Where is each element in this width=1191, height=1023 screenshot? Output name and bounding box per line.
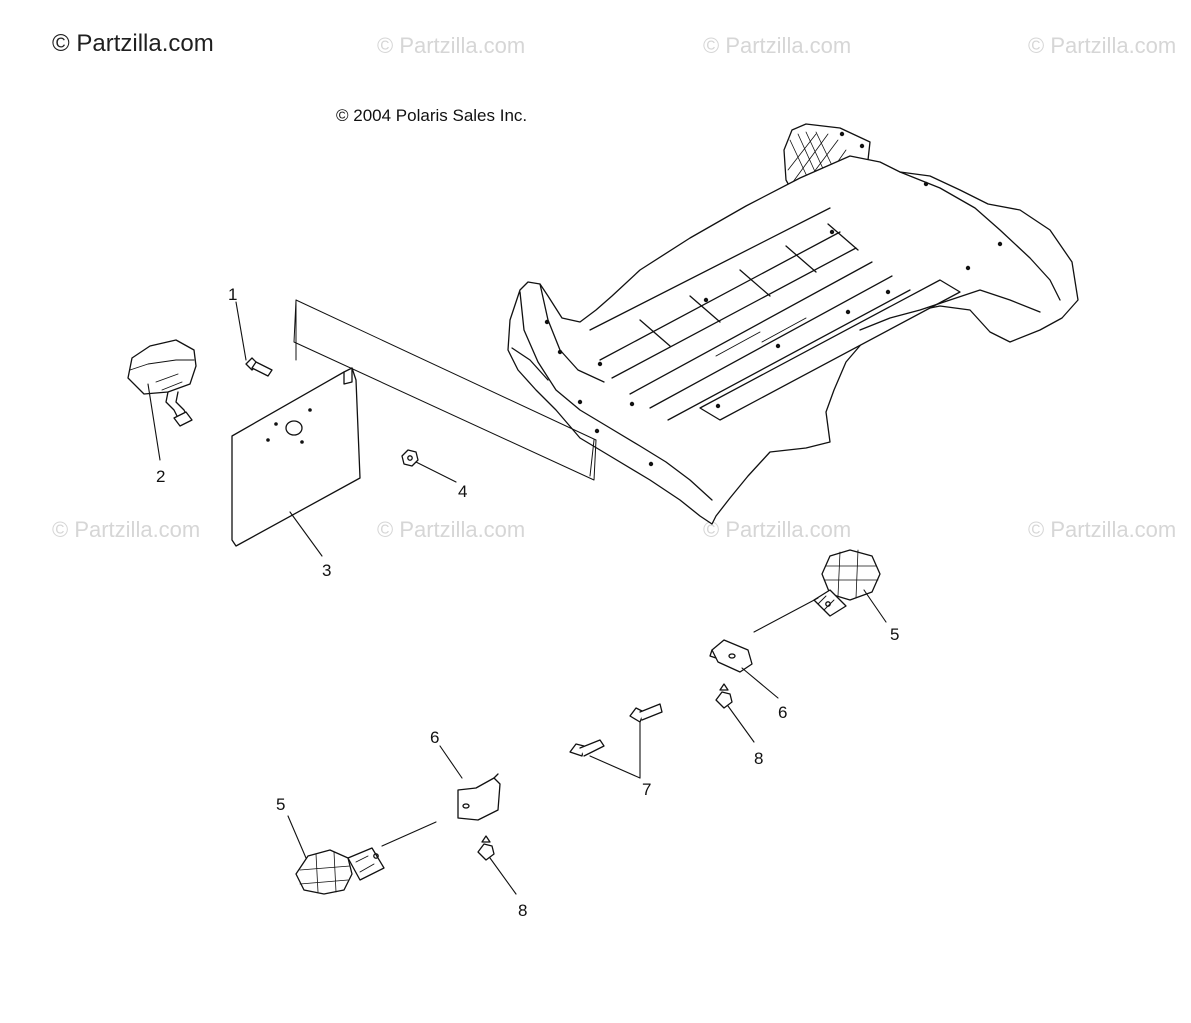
rivet-upper	[715, 683, 733, 709]
rear-rack-assembly	[507, 123, 1079, 525]
callout-8-lower: 8	[518, 901, 527, 920]
turn-signal-lower	[295, 847, 385, 895]
bolts	[569, 703, 663, 757]
callout-6-lower: 6	[430, 728, 439, 747]
plate-bracket	[231, 299, 597, 547]
watermark-text: © Partzilla.com	[703, 517, 852, 542]
rivet-lower	[477, 835, 495, 861]
callout-6-upper: 6	[778, 703, 787, 722]
screw	[245, 357, 273, 377]
leader-lines	[147, 301, 887, 895]
diagram-copyright: © 2004 Polaris Sales Inc.	[336, 106, 528, 125]
callout-2: 2	[156, 467, 165, 486]
turn-signal-upper	[813, 549, 881, 617]
callout-5-upper: 5	[890, 625, 899, 644]
partzilla-brand: © Partzilla.com	[52, 30, 214, 57]
watermark-text: © Partzilla.com	[377, 517, 526, 542]
callouts: 1 2 3 4 5 5 6 6 7 8 8	[156, 285, 899, 920]
bracket-lower	[457, 773, 501, 821]
nut	[401, 449, 419, 467]
callout-4: 4	[458, 482, 467, 501]
watermark-text: © Partzilla.com	[377, 33, 526, 58]
watermark-text: © Partzilla.com	[1028, 33, 1177, 58]
bracket-upper	[709, 639, 753, 673]
watermark-text: © Partzilla.com	[52, 517, 201, 542]
callout-1: 1	[228, 285, 237, 304]
callout-3: 3	[322, 561, 331, 580]
watermark-text: © Partzilla.com	[1028, 517, 1177, 542]
watermark-text: © Partzilla.com	[703, 33, 852, 58]
callout-7: 7	[642, 780, 651, 799]
callout-5-lower: 5	[276, 795, 285, 814]
license-light	[127, 339, 197, 427]
callout-8-upper: 8	[754, 749, 763, 768]
